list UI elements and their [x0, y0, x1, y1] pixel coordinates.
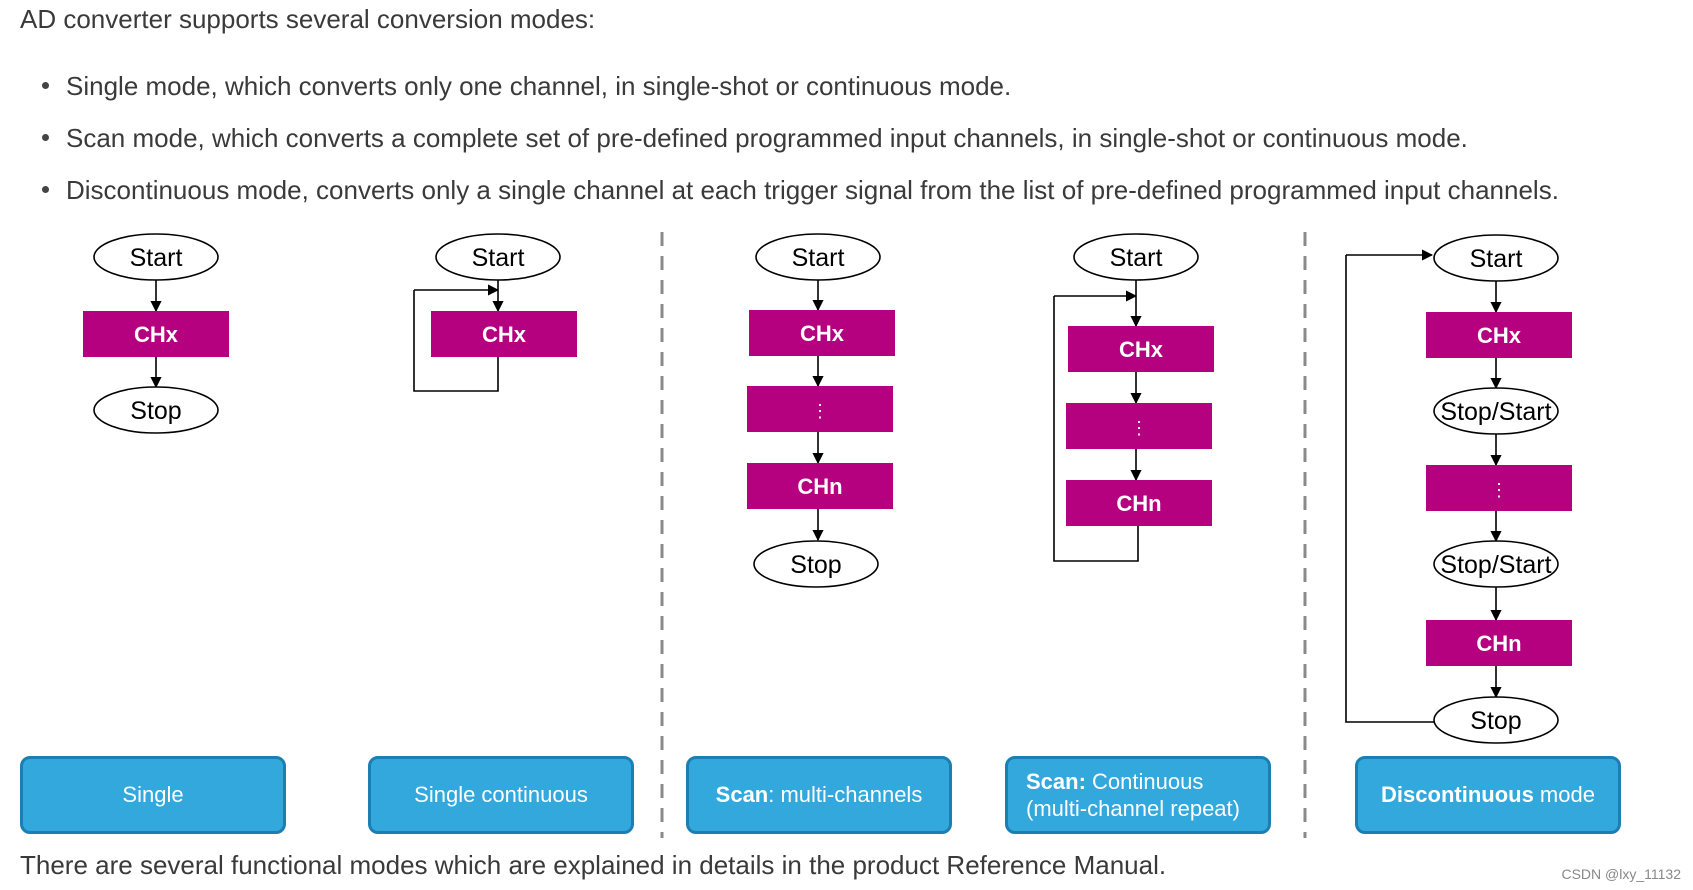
- list-item: Scan mode, which converts a complete set…: [40, 112, 1559, 164]
- intro-text: AD converter supports several conversion…: [20, 4, 596, 34]
- svg-text:CHn: CHn: [797, 474, 842, 499]
- svg-text:Start: Start: [472, 244, 525, 272]
- start-node: Start: [755, 233, 881, 281]
- list-item: Single mode, which converts only one cha…: [40, 60, 1559, 112]
- section-dividers: [660, 232, 1307, 838]
- footer-text: There are several functional modes which…: [20, 850, 1167, 880]
- svg-text:CHx: CHx: [1119, 337, 1164, 362]
- channel-box-ellipsis: ⋮: [747, 386, 893, 432]
- flow-line: [1345, 255, 1434, 723]
- channel-box-ellipsis: ⋮: [1426, 465, 1572, 511]
- stop-node: Stop: [1433, 696, 1559, 744]
- svg-text:⋮: ⋮: [811, 401, 829, 421]
- svg-text:Stop: Stop: [790, 551, 841, 579]
- svg-text:⋮: ⋮: [1490, 480, 1508, 500]
- start-node: Start: [1433, 234, 1559, 282]
- channel-box-chx: CHx: [1068, 326, 1214, 372]
- flow-line: [413, 290, 499, 392]
- single-continuous-mode-button[interactable]: Single continuous: [368, 756, 634, 834]
- channel-box-chx: CHx: [431, 311, 577, 357]
- channel-box-chn: CHn: [1426, 620, 1572, 666]
- svg-text:Stop/Start: Stop/Start: [1440, 551, 1551, 579]
- list-item: Discontinuous mode, converts only a sing…: [40, 164, 1559, 216]
- svg-text:Start: Start: [130, 244, 183, 272]
- channel-box-chn: CHn: [1066, 480, 1212, 526]
- scan-mode-button[interactable]: Scan: multi-channels: [686, 756, 952, 834]
- stop-node: Stop: [753, 540, 879, 588]
- svg-text:Start: Start: [1470, 245, 1523, 273]
- svg-text:⋮: ⋮: [1130, 418, 1148, 438]
- svg-text:Start: Start: [792, 244, 845, 272]
- channel-box-chx: CHx: [749, 310, 895, 356]
- start-node: Start: [1073, 233, 1199, 281]
- svg-text:CHn: CHn: [1476, 631, 1521, 656]
- stop-start-node: Stop/Start: [1433, 387, 1559, 435]
- svg-text:CHx: CHx: [1477, 323, 1522, 348]
- svg-text:Stop: Stop: [130, 397, 181, 425]
- mode-list: Single mode, which converts only one cha…: [40, 60, 1559, 216]
- channel-box-chx: CHx: [83, 311, 229, 357]
- channel-box-chx: CHx: [1426, 312, 1572, 358]
- bullet-icon: [42, 82, 49, 89]
- scan-continuous-mode-button[interactable]: Scan: Continuous(multi-channel repeat): [1005, 756, 1271, 834]
- svg-text:Start: Start: [1110, 244, 1163, 272]
- channel-box-chn: CHn: [747, 463, 893, 509]
- stop-node: Stop: [93, 386, 219, 434]
- watermark: CSDN @lxy_11132: [1561, 866, 1681, 882]
- svg-text:Stop: Stop: [1470, 707, 1521, 735]
- svg-text:Stop/Start: Stop/Start: [1440, 398, 1551, 426]
- flow-line: [1053, 296, 1139, 562]
- stop-start-node: Stop/Start: [1433, 540, 1559, 588]
- svg-text:CHn: CHn: [1116, 491, 1161, 516]
- svg-text:CHx: CHx: [134, 322, 179, 347]
- discontinuous-mode-button[interactable]: Discontinuous mode: [1355, 756, 1621, 834]
- channel-box-ellipsis: ⋮: [1066, 403, 1212, 449]
- single-mode-button[interactable]: Single: [20, 756, 286, 834]
- start-node: Start: [435, 233, 561, 281]
- svg-text:CHx: CHx: [482, 322, 527, 347]
- bullet-icon: [42, 186, 49, 193]
- start-node: Start: [93, 233, 219, 281]
- svg-text:CHx: CHx: [800, 321, 845, 346]
- bullet-icon: [42, 134, 49, 141]
